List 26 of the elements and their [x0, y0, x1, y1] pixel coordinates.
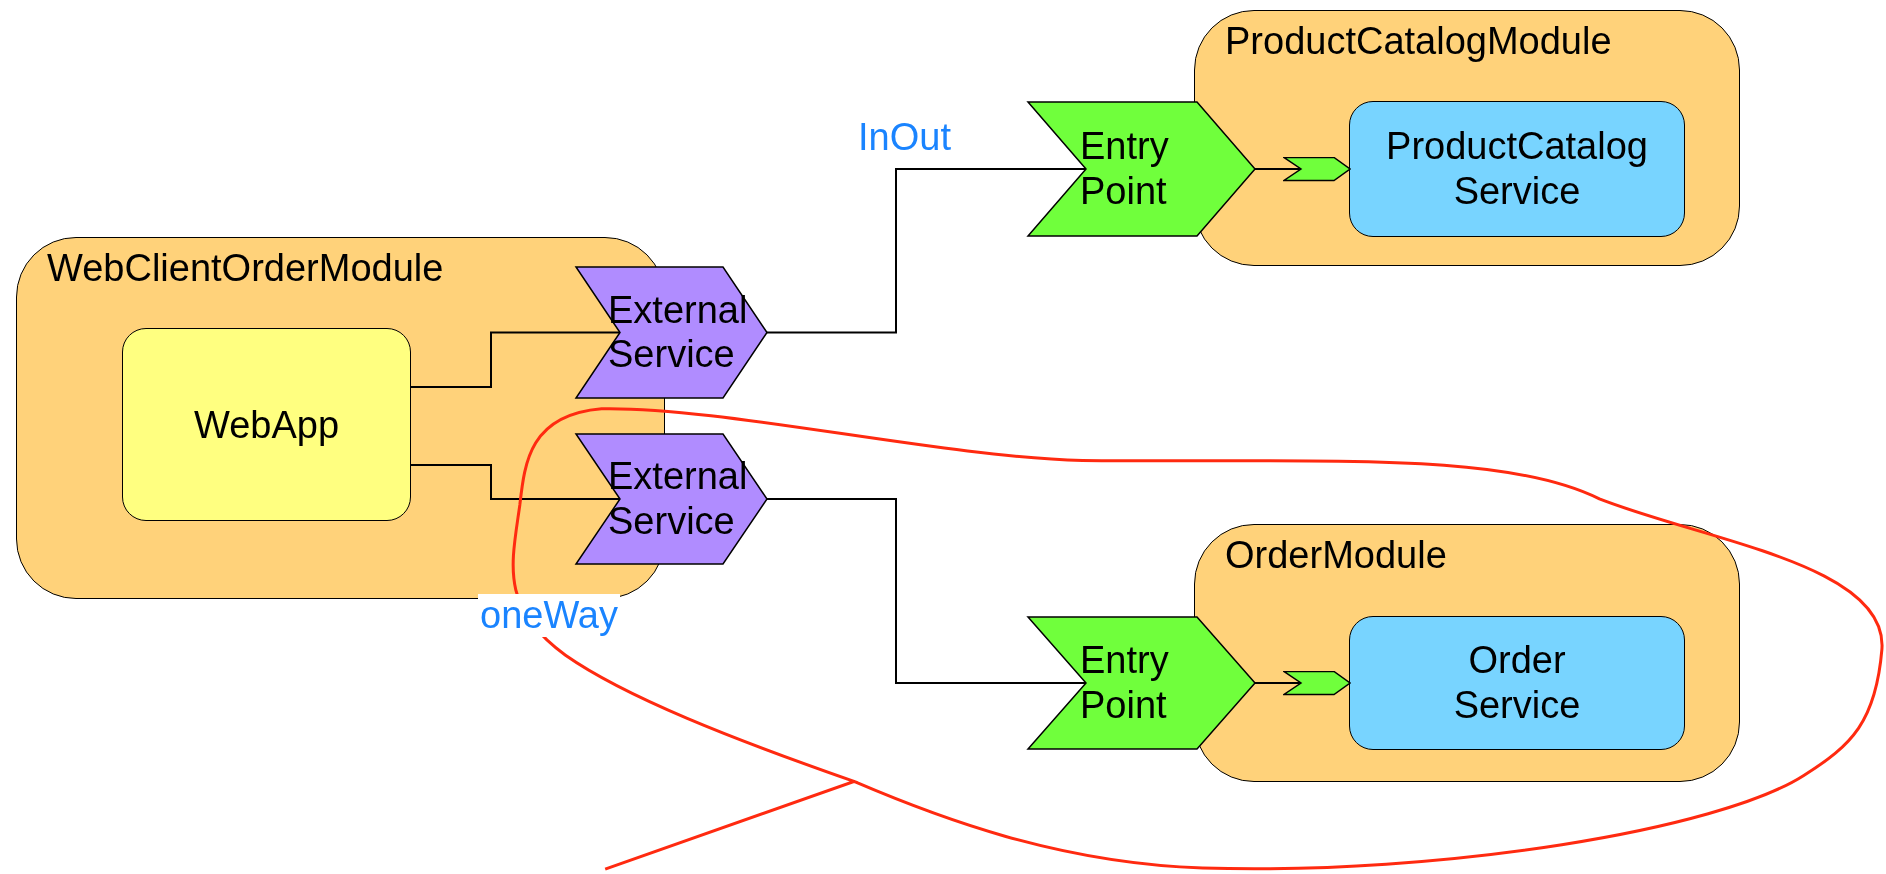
module-container — [1194, 10, 1740, 266]
entry-point-chevron — [1028, 102, 1255, 236]
component-box — [122, 328, 411, 521]
module-title: WebClientOrderModule — [47, 246, 444, 291]
service-box — [1349, 101, 1685, 237]
chevron-label: Entry Point — [1080, 638, 1170, 728]
chevron-label: External Service — [608, 287, 749, 378]
entry-point-chevron — [1028, 617, 1255, 749]
module-title: ProductCatalogModule — [1225, 19, 1612, 64]
service-box — [1349, 616, 1685, 750]
connector-line — [1254, 156, 1351, 182]
module-title: OrderModule — [1225, 533, 1447, 578]
edge-label: oneWay — [478, 594, 620, 637]
connector-line — [409, 331, 621, 388]
connector-line — [766, 498, 1087, 684]
connector-line — [409, 464, 621, 500]
chevron-label: Entry Point — [1080, 124, 1170, 214]
box-label: WebApp — [192, 402, 341, 447]
chevron-label: External Service — [608, 454, 749, 544]
box-label: ProductCatalog Service — [1385, 124, 1649, 214]
box-label: Order Service — [1452, 638, 1582, 728]
module-container — [1194, 524, 1740, 782]
connector-line — [1254, 670, 1351, 696]
external-service-chevron — [576, 267, 767, 398]
external-service-chevron — [576, 434, 767, 564]
connector-line — [766, 168, 1087, 334]
